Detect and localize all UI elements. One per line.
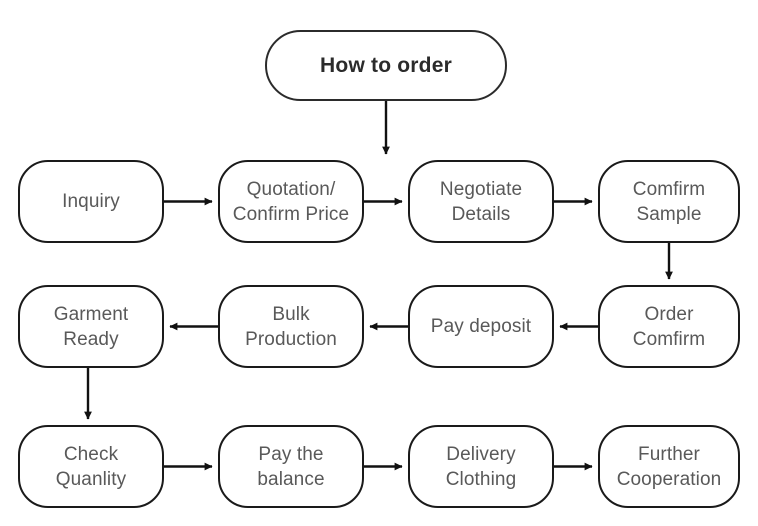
node-inquiry[interactable]: Inquiry (18, 160, 164, 243)
node-garment-ready[interactable]: Garment Ready (18, 285, 164, 368)
node-order-comfirm[interactable]: Order Comfirm (598, 285, 740, 368)
node-how-to-order[interactable]: How to order (265, 30, 507, 101)
node-quotation-confirm-price[interactable]: Quotation/ Confirm Price (218, 160, 364, 243)
node-delivery-clothing[interactable]: Delivery Clothing (408, 425, 554, 508)
node-further-cooperation[interactable]: Further Cooperation (598, 425, 740, 508)
node-bulk-production[interactable]: Bulk Production (218, 285, 364, 368)
node-check-quanlity[interactable]: Check Quanlity (18, 425, 164, 508)
node-comfirm-sample[interactable]: Comfirm Sample (598, 160, 740, 243)
node-pay-the-balance[interactable]: Pay the balance (218, 425, 364, 508)
node-negotiate-details[interactable]: Negotiate Details (408, 160, 554, 243)
node-pay-deposit[interactable]: Pay deposit (408, 285, 554, 368)
